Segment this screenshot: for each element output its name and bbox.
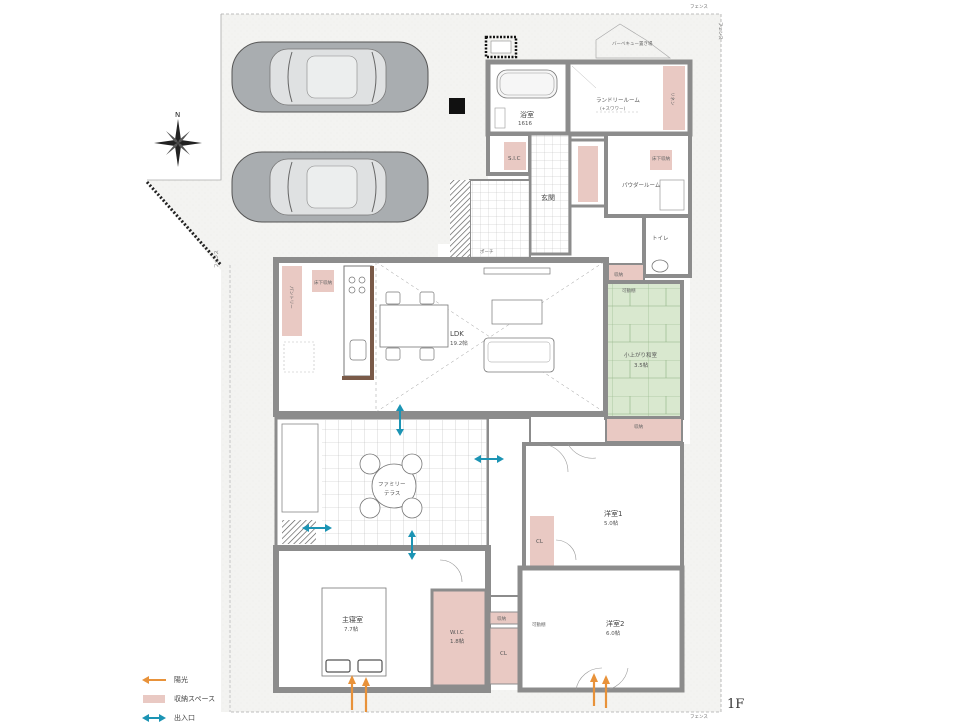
tv-board bbox=[483, 267, 551, 275]
storage-space bbox=[489, 627, 521, 685]
cl-label-1: CL bbox=[536, 539, 544, 545]
laundry-name: ランドリールーム bbox=[596, 97, 640, 104]
legend-storage: 収納スペース bbox=[140, 689, 215, 708]
car-icon bbox=[231, 41, 429, 113]
bathtub-icon bbox=[496, 69, 558, 99]
legend-sun: 陽光 bbox=[140, 670, 215, 689]
pantry-label: パントリー bbox=[288, 286, 294, 309]
toilet-icon bbox=[651, 259, 669, 273]
master-size: 7.7帖 bbox=[344, 625, 359, 633]
car-icon bbox=[231, 151, 429, 223]
storage-space bbox=[605, 263, 645, 283]
movable-shelf-2: 可動棚 bbox=[532, 621, 546, 628]
storage-swatch bbox=[143, 694, 165, 703]
legend-storage-label: 収納スペース bbox=[174, 694, 216, 703]
storage-space bbox=[282, 266, 302, 336]
dining-table bbox=[379, 304, 449, 348]
fence-left-label: フェンス bbox=[214, 250, 220, 268]
entry-arrow-icon bbox=[474, 455, 504, 463]
western1-name: 洋室1 bbox=[604, 509, 622, 518]
western1-size: 5.0帖 bbox=[604, 519, 619, 527]
fence-right-label: フェンス bbox=[717, 22, 723, 40]
bath-size: 1616 bbox=[518, 121, 532, 127]
japanese-size: 3.5帖 bbox=[634, 361, 649, 369]
storage-space bbox=[605, 417, 683, 443]
compass-icon: N bbox=[154, 111, 202, 167]
svg-text:N: N bbox=[175, 111, 180, 119]
storage-space bbox=[312, 270, 334, 292]
bath-name: 浴室 bbox=[520, 110, 534, 119]
family-sub: テラス bbox=[384, 490, 400, 497]
storage-label-3: 収納 bbox=[497, 615, 506, 622]
fence-bottom-label: フェンス bbox=[690, 714, 708, 720]
terrace-table bbox=[359, 453, 423, 519]
western2-size: 6.0帖 bbox=[606, 629, 621, 637]
storage-space bbox=[578, 146, 598, 202]
legend-sun-label: 陽光 bbox=[174, 675, 188, 684]
storage-label-2: 収納 bbox=[634, 423, 643, 430]
powder-name: パウダールーム bbox=[622, 181, 661, 189]
wic-name: W.I.C bbox=[450, 630, 464, 636]
legend-entry: 出入口 bbox=[140, 708, 215, 727]
entry-arrow-icon bbox=[408, 530, 416, 560]
fence-top-label: フェンス bbox=[690, 4, 708, 10]
entry-legend-icon bbox=[142, 713, 166, 722]
storage-space bbox=[663, 66, 685, 130]
underfloor-storage-1: 床下収納 bbox=[652, 155, 670, 162]
sun-legend-icon bbox=[142, 675, 166, 684]
ldk-size: 19.2帖 bbox=[450, 339, 468, 347]
master-name: 主寝室 bbox=[342, 615, 363, 624]
ldk-name: LDK bbox=[450, 330, 464, 338]
family-name: ファミリー bbox=[378, 481, 406, 488]
storage-label-1: 収納 bbox=[614, 271, 623, 278]
underfloor-storage-2: 床下収納 bbox=[314, 279, 332, 286]
movable-shelf-1: 可動棚 bbox=[622, 287, 636, 294]
entry-arrow-icon bbox=[302, 524, 332, 532]
legend-entry-label: 出入口 bbox=[174, 713, 195, 722]
sic-label: S.I.C bbox=[508, 156, 521, 162]
entry-arrow-icon bbox=[396, 404, 404, 436]
storage-space bbox=[530, 516, 554, 566]
porch-name: ポーチ bbox=[480, 248, 494, 255]
wic-size: 1.8帖 bbox=[450, 637, 465, 645]
door-swings bbox=[439, 443, 629, 691]
storage-space bbox=[650, 150, 672, 170]
bbq-area: バーベキュー置き場 bbox=[595, 23, 672, 59]
storage-space bbox=[504, 142, 526, 170]
floor-label: 1F bbox=[727, 697, 745, 712]
storage-space bbox=[430, 588, 488, 688]
linen-label: リネン bbox=[669, 92, 675, 106]
sun-arrow-icon bbox=[348, 673, 610, 712]
laundry-sub: (+スワワー) bbox=[600, 106, 626, 112]
house: 浴室 1616 ランドリールーム (+スワワー) リネン S.I.C 玄関 ポー… bbox=[273, 59, 693, 693]
entrance-name: 玄関 bbox=[541, 193, 555, 202]
japanese-name: 小上がり和室 bbox=[624, 351, 658, 359]
utility-box bbox=[449, 98, 465, 114]
low-table bbox=[491, 299, 543, 325]
sink-icon bbox=[659, 179, 685, 211]
bbq-label: バーベキュー置き場 bbox=[612, 40, 653, 47]
legend: 陽光 収納スペース 出入口 bbox=[140, 670, 215, 727]
gate bbox=[484, 35, 518, 59]
cl-label-2: CL bbox=[500, 651, 508, 657]
sofa bbox=[483, 337, 555, 373]
toilet-name: トイレ bbox=[652, 236, 669, 242]
western2-name: 洋室2 bbox=[606, 619, 624, 628]
